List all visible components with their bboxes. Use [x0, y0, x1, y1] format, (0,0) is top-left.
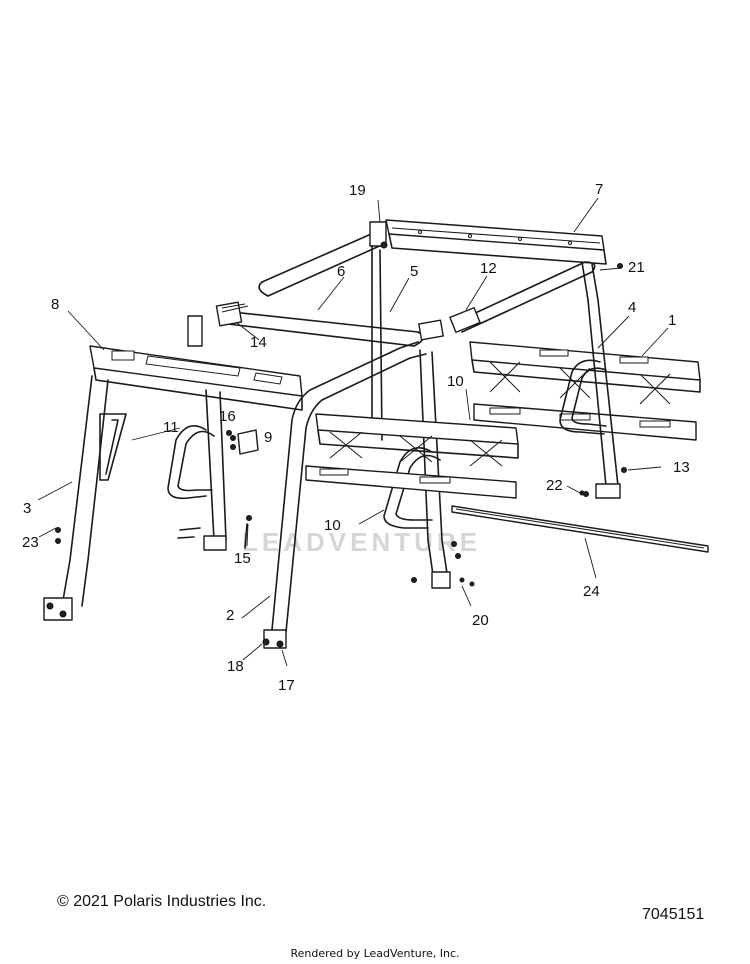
callout-17: 17	[278, 677, 295, 694]
left-door-hoop	[167, 424, 215, 500]
front-dash-panel	[89, 315, 303, 411]
callout-1: 1	[668, 312, 676, 329]
callout-13: 13	[673, 459, 690, 476]
grab-handle	[99, 413, 127, 481]
copyright-text: © 2021 Polaris Industries Inc.	[57, 893, 267, 910]
callout-22: 22	[546, 477, 563, 494]
rear-side-rails	[305, 341, 701, 499]
roof-tubes	[215, 221, 596, 441]
rear-pillar	[559, 261, 627, 499]
callout-8: 8	[51, 296, 59, 313]
callout-leaders	[37, 197, 669, 667]
bracket-9	[230, 429, 259, 455]
callout-11: 11	[163, 419, 179, 436]
callout-19: 19	[349, 182, 366, 199]
callout-5: 5	[410, 263, 418, 280]
callout-10-upper: 10	[447, 373, 464, 390]
main-rollcage-pillar	[262, 341, 451, 649]
rendered-by-text: Rendered by LeadVenture, Inc.	[290, 947, 460, 960]
callout-14: 14	[250, 334, 267, 351]
callout-18: 18	[227, 658, 244, 675]
callout-2: 2	[226, 607, 234, 624]
callout-15: 15	[234, 550, 251, 567]
callout-7: 7	[595, 181, 603, 198]
callout-16: 16	[219, 408, 236, 425]
callout-24: 24	[583, 583, 600, 600]
callout-6: 6	[337, 263, 345, 280]
rear-roof-crossbar	[385, 219, 607, 265]
side-trim-strip	[451, 505, 709, 553]
callout-10-lower: 10	[324, 517, 341, 534]
hardware	[55, 430, 585, 587]
callout-23: 23	[22, 534, 39, 551]
callout-9: 9	[264, 429, 272, 446]
callout-21: 21	[628, 259, 645, 276]
callout-3: 3	[23, 500, 31, 517]
callout-12: 12	[480, 260, 497, 277]
callout-4: 4	[628, 299, 636, 316]
left-front-pillar	[43, 375, 227, 621]
callout-20: 20	[472, 612, 489, 629]
part-number: 7045151	[642, 906, 705, 923]
watermark-text: LEADVENTURE	[242, 527, 481, 557]
callouts: 1 2 3 4 5 6 7 8 9 10 10 11 12 13 14 15 1…	[22, 181, 690, 694]
